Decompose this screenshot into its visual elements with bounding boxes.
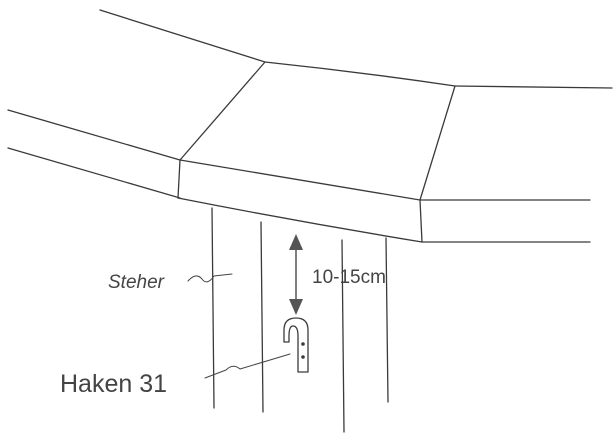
left-roof-section bbox=[7, 9, 266, 199]
hook-part bbox=[283, 317, 309, 373]
dimension-arrow bbox=[289, 234, 303, 315]
hook-outline bbox=[283, 317, 309, 373]
steher-label: Steher bbox=[108, 272, 165, 293]
posts bbox=[211, 207, 389, 433]
corner-plate-top-face bbox=[179, 61, 456, 201]
haken-leader-line bbox=[204, 353, 291, 379]
steher-leader-line bbox=[187, 273, 233, 283]
left-roof-back-edge bbox=[99, 9, 266, 63]
post-2-right-edge bbox=[385, 237, 389, 403]
right-roof-back-edge bbox=[454, 85, 613, 89]
right-roof-section bbox=[419, 85, 613, 243]
dimension-arrow-head-down bbox=[289, 299, 303, 315]
left-roof-top-edge bbox=[7, 109, 181, 161]
left-roof-bottom-edge bbox=[7, 147, 181, 199]
post-2-left-edge bbox=[341, 239, 345, 433]
corner-plate-front-right bbox=[419, 199, 423, 243]
corner-plate-front-left bbox=[177, 159, 181, 199]
dimension-label: 10-15cm bbox=[312, 267, 386, 288]
haken-label: Haken 31 bbox=[60, 370, 167, 398]
corner-plate-bottom-edge bbox=[177, 197, 423, 243]
corner-plate bbox=[177, 61, 456, 243]
dimension-arrow-head-up bbox=[289, 234, 303, 250]
hook-hole-top bbox=[301, 342, 305, 346]
post-1-left-edge bbox=[211, 207, 215, 409]
hook-hole-bottom bbox=[301, 355, 305, 359]
post-1-right-edge bbox=[260, 221, 264, 413]
